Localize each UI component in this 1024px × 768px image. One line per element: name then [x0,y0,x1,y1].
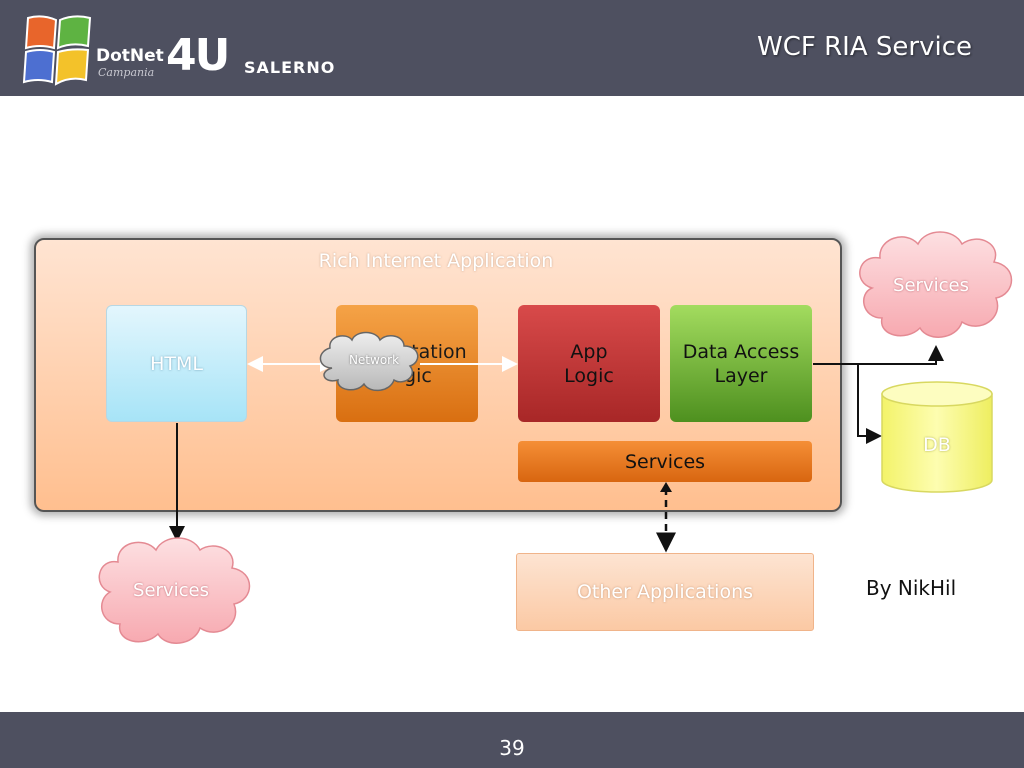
services-otherapps-arrowhead-up [660,482,672,492]
byline: By NikHil [866,576,957,600]
logo-region: Campania [98,66,155,79]
database-icon [881,381,993,493]
app-logic-line1: App [570,340,608,363]
data-access-layer-label: Data Access Layer [683,340,799,388]
app-logic-line2: Logic [564,364,614,387]
html-block-label: HTML [150,352,203,375]
network-cloud-icon [319,331,419,392]
logo-city: SALERNO [244,58,336,77]
dal-services-arrow [813,345,944,365]
services-cloud-top-icon [859,231,1013,338]
other-applications-block: Other Applications [516,553,814,631]
data-access-layer-line2: Layer [714,364,768,387]
services-bar: Services [518,441,812,482]
services-cloud-bottom-label: Services [133,580,209,601]
logo-brand: DotNet [96,46,164,66]
other-applications-label: Other Applications [576,581,754,603]
app-logic-label: App Logic [564,340,614,388]
header-bar [0,0,1024,96]
data-access-layer-block: Data Access Layer [670,305,812,422]
network-label: Network [348,353,400,367]
services-cloud-top-label: Services [893,275,969,296]
page-number: 39 [499,736,525,760]
data-access-layer-line1: Data Access [682,340,800,363]
html-block: HTML [106,305,247,422]
slide-title: WCF RIA Service [757,32,972,62]
logo-number: 4U [166,30,230,81]
ria-container-label: Rich Internet Application [318,250,554,272]
services-bar-label: Services [624,450,706,473]
services-cloud-bottom-icon [98,537,251,644]
footer-bar [0,712,1024,768]
database-label: DB [923,434,951,456]
dal-db-arrow [857,364,882,444]
app-logic-block: App Logic [518,305,660,422]
logo-windows-icon [22,15,92,86]
